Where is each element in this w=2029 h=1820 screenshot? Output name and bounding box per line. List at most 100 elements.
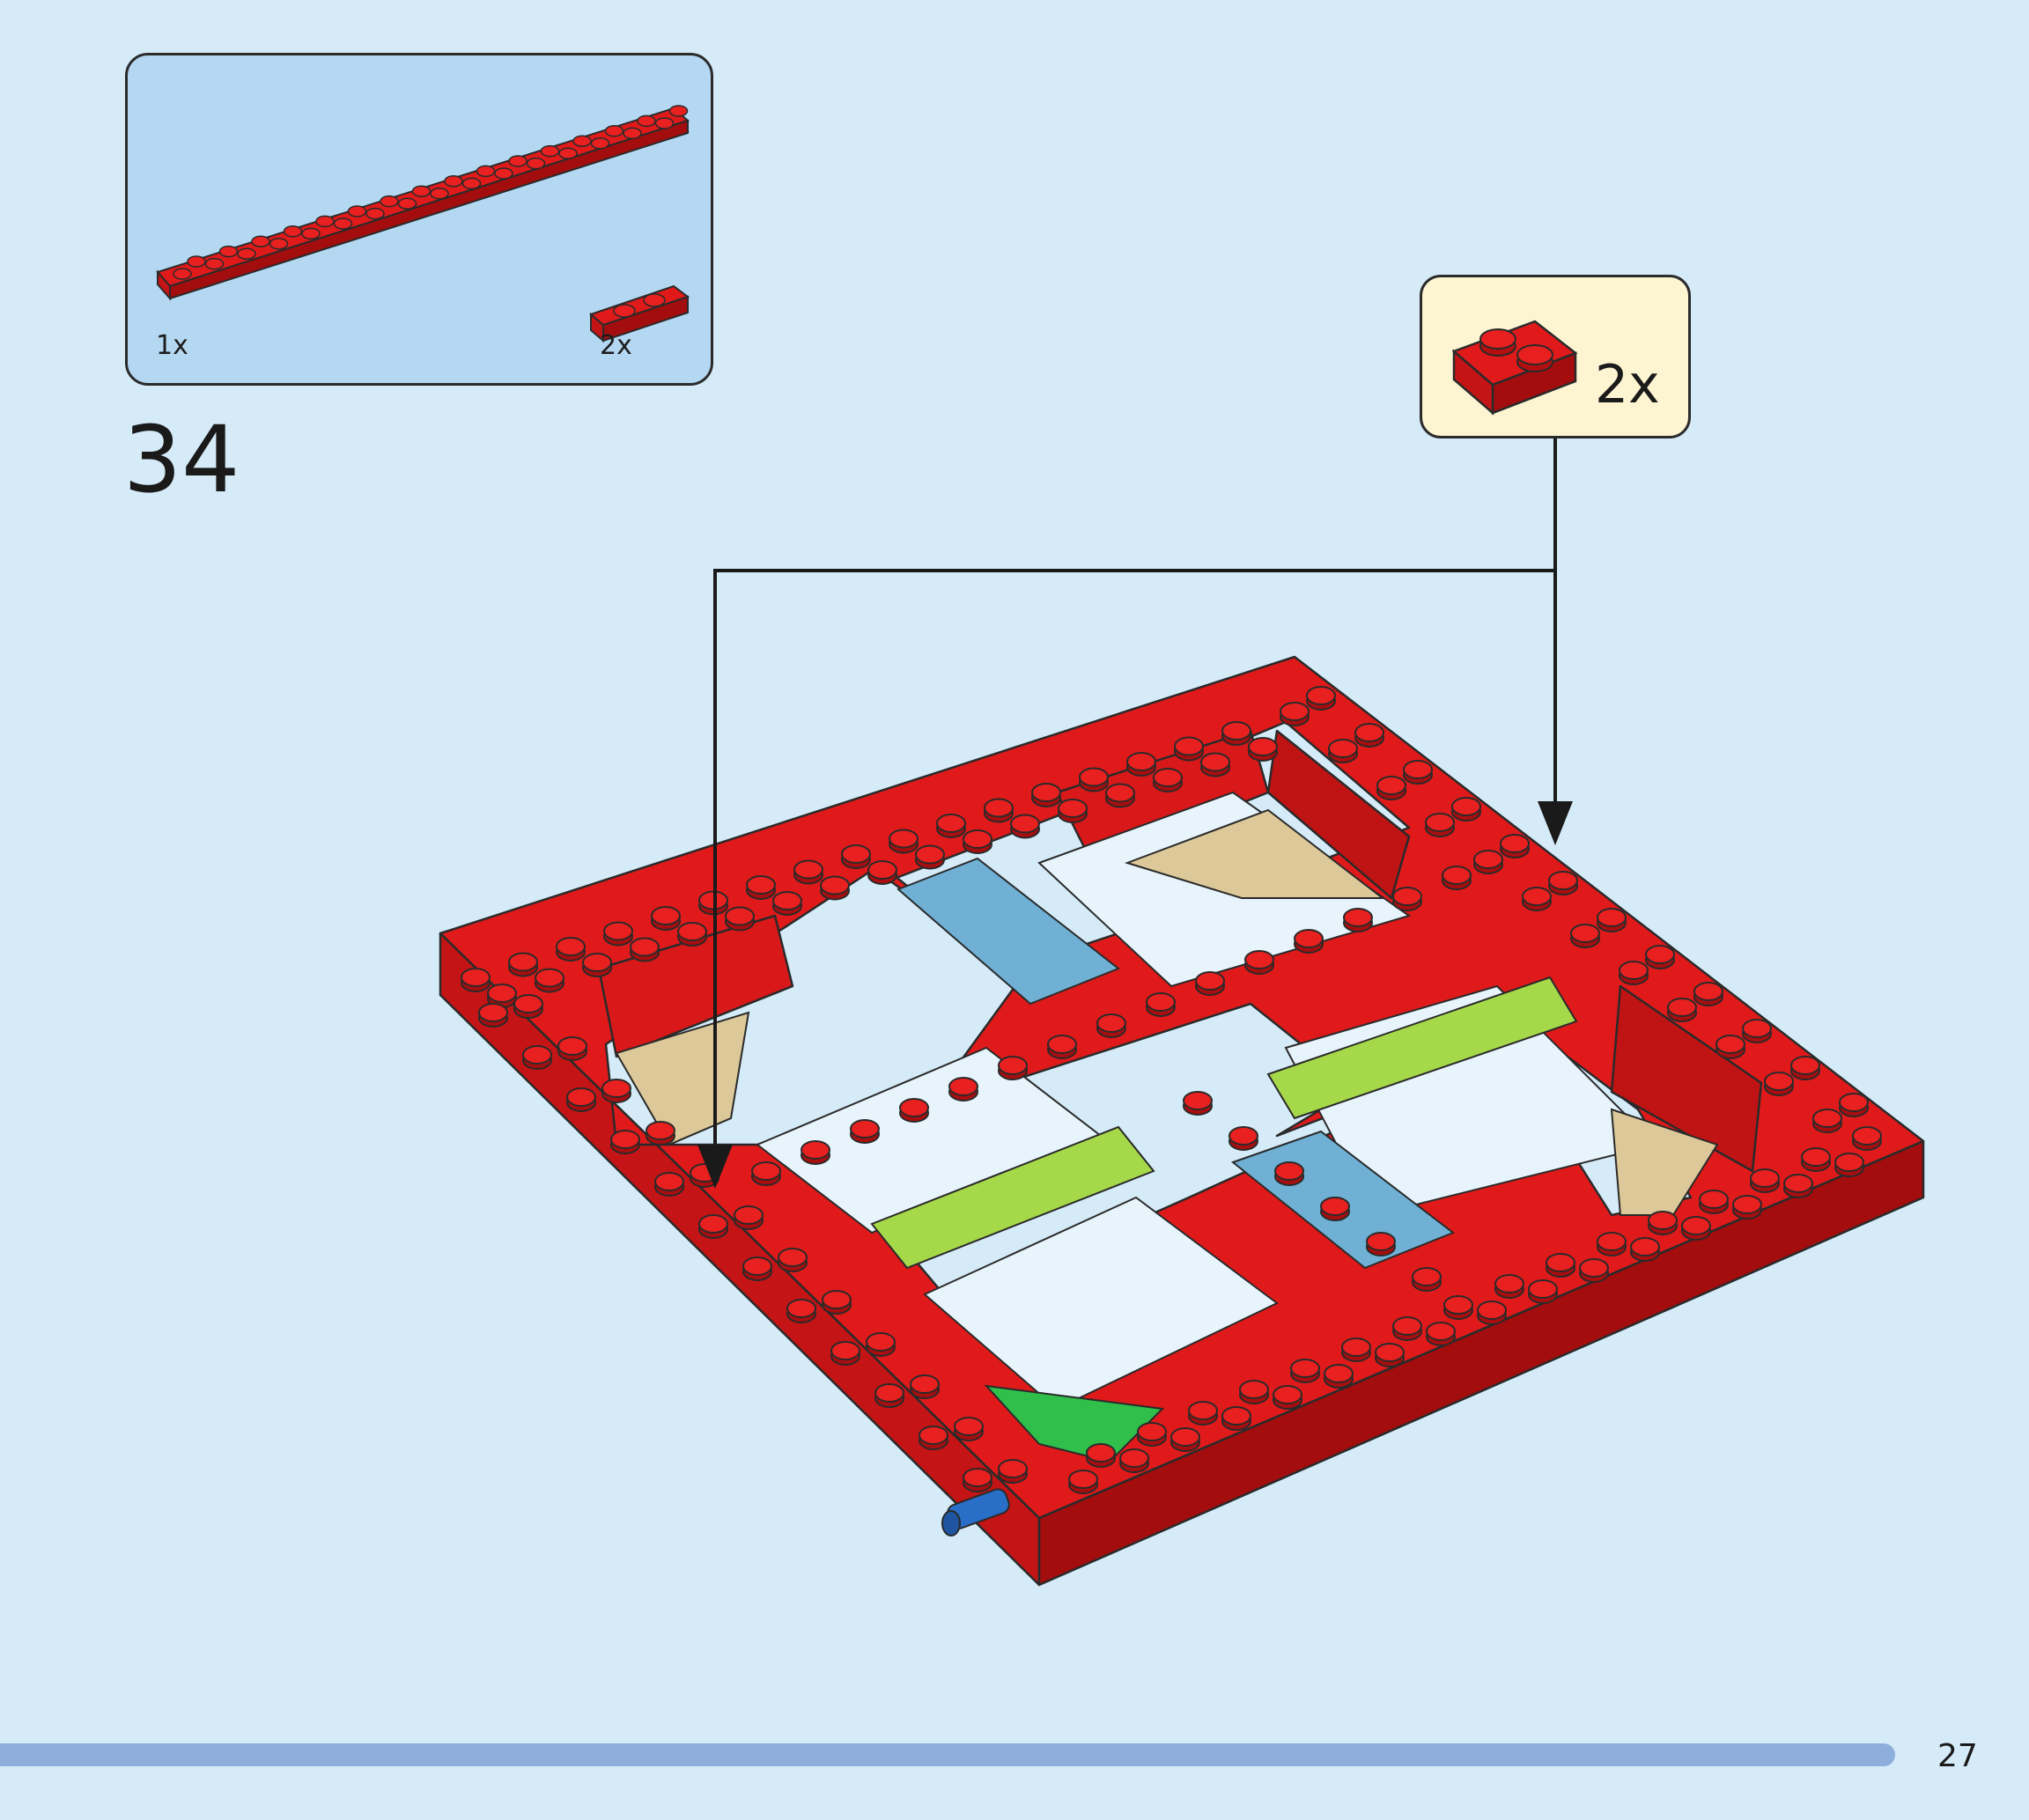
stud — [1248, 737, 1278, 762]
stud — [610, 1130, 640, 1154]
stud — [1477, 1301, 1507, 1325]
stud — [1105, 783, 1135, 808]
stud — [397, 197, 417, 210]
stud — [1366, 1232, 1396, 1256]
stud — [1244, 950, 1274, 975]
stud — [1306, 686, 1336, 711]
stud — [540, 144, 560, 158]
stud — [1221, 721, 1251, 746]
stud — [1579, 1258, 1609, 1283]
stud — [1742, 1019, 1772, 1043]
stud — [1699, 1190, 1729, 1214]
stud — [793, 859, 823, 885]
parts-list-panel: 1x 2x — [125, 53, 713, 386]
stud — [654, 1172, 684, 1197]
callout-plate-icon — [1451, 320, 1578, 416]
stud — [1834, 1153, 1864, 1177]
stud — [1294, 929, 1324, 954]
stud — [786, 1299, 816, 1323]
stud — [494, 167, 513, 180]
stud — [984, 798, 1014, 823]
stud — [365, 207, 385, 220]
stud — [751, 1161, 781, 1186]
stud — [1839, 1093, 1869, 1117]
stud — [1630, 1237, 1660, 1262]
stud — [998, 1056, 1028, 1080]
stud — [830, 1341, 860, 1366]
stud — [1376, 776, 1406, 800]
stud — [651, 906, 681, 931]
progress-bar — [0, 1743, 1895, 1766]
stud — [1522, 887, 1552, 911]
stud — [1764, 1072, 1794, 1096]
stud — [1058, 799, 1088, 823]
stud — [603, 921, 633, 947]
stud — [1648, 1211, 1678, 1235]
stud — [558, 147, 578, 159]
stud — [522, 1045, 552, 1070]
callout-quantity: 2x — [1595, 354, 1660, 416]
stud — [1597, 1232, 1627, 1256]
stud — [478, 1003, 508, 1028]
stud — [1079, 767, 1109, 792]
stud — [508, 952, 538, 977]
stud — [778, 1248, 808, 1272]
stud — [315, 215, 335, 228]
stud — [1667, 998, 1697, 1022]
stud — [850, 1119, 880, 1144]
stud — [1188, 1401, 1218, 1426]
stud — [1392, 887, 1422, 911]
stud — [476, 165, 496, 178]
stud — [801, 1140, 830, 1165]
stud — [566, 1087, 596, 1112]
stud — [1619, 961, 1649, 985]
stud — [936, 814, 966, 838]
stud — [1174, 736, 1204, 762]
stud — [668, 105, 689, 117]
stud — [556, 937, 586, 962]
stud — [1341, 1337, 1371, 1362]
stud — [1146, 992, 1176, 1017]
stud — [889, 829, 919, 854]
stud — [654, 117, 675, 129]
stud — [461, 177, 482, 190]
stud — [1403, 760, 1433, 785]
stud — [866, 1332, 896, 1357]
stud — [637, 114, 656, 128]
stud — [1290, 1359, 1320, 1383]
stud — [1324, 1364, 1354, 1389]
stud — [954, 1417, 984, 1441]
stud — [874, 1383, 904, 1408]
stud — [582, 953, 612, 977]
stud — [646, 1121, 675, 1146]
stud — [301, 227, 321, 240]
stud — [604, 125, 624, 137]
stud — [1047, 1035, 1077, 1059]
blue-pin-icon — [941, 1488, 1010, 1536]
stud — [1170, 1427, 1200, 1452]
stud — [1068, 1470, 1098, 1494]
stud — [623, 127, 642, 140]
stud — [1812, 1109, 1842, 1133]
stud — [1119, 1448, 1149, 1473]
stud — [251, 235, 270, 247]
stud — [822, 1290, 852, 1315]
stud — [461, 968, 491, 992]
stud — [1274, 1161, 1304, 1186]
stud — [630, 937, 660, 962]
part-quantity-long-plate: 1x — [156, 330, 188, 361]
stud — [1183, 1091, 1213, 1116]
stud — [1328, 739, 1358, 763]
stud — [677, 922, 707, 947]
stud — [1375, 1343, 1405, 1367]
stud — [333, 217, 353, 230]
stud — [1750, 1168, 1780, 1193]
stud — [1343, 908, 1373, 932]
stud — [1597, 908, 1627, 932]
stud — [948, 1077, 978, 1102]
stud — [919, 1426, 948, 1450]
stud — [1500, 834, 1530, 858]
lime-tiles — [870, 976, 1578, 1270]
small-red-plate-icon — [589, 284, 690, 343]
stud — [1221, 1406, 1251, 1431]
